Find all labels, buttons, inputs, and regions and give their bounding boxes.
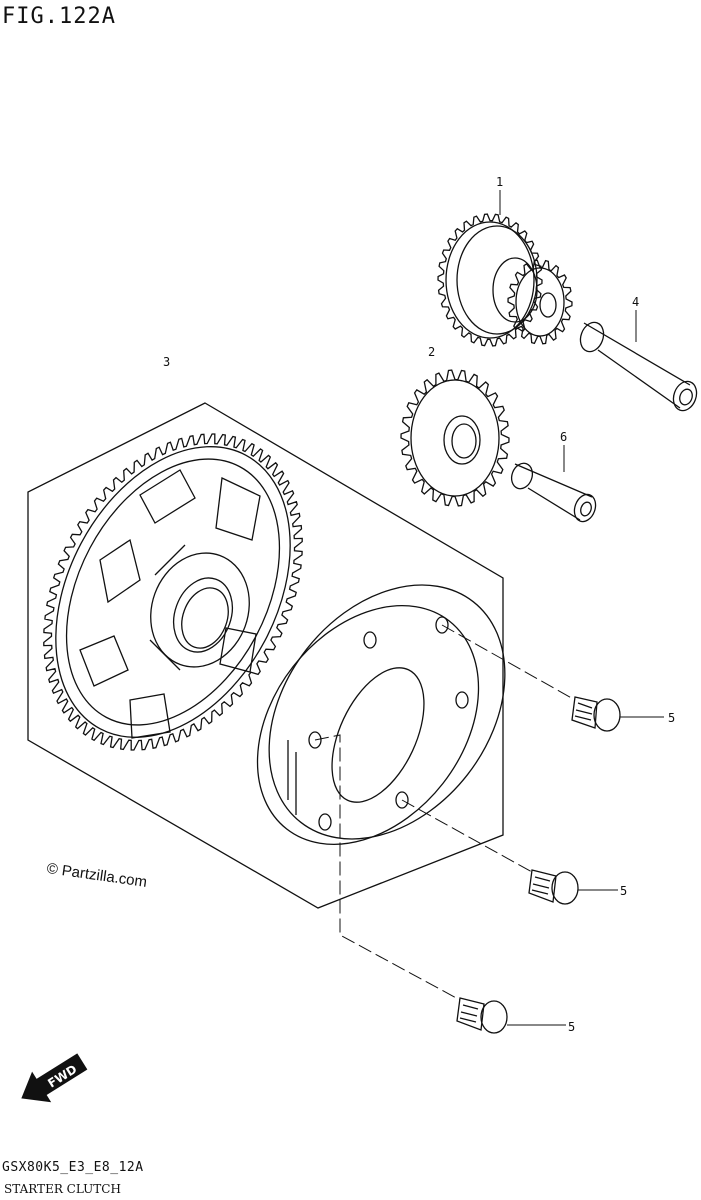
starter-idle-gear-2 xyxy=(400,369,510,507)
callout-3: 3 xyxy=(163,355,170,369)
idle-shaft-6 xyxy=(510,462,597,523)
idle-shaft-4 xyxy=(579,321,698,412)
fwd-arrow-icon: FWD xyxy=(21,1053,88,1103)
callout-5a: 5 xyxy=(668,711,675,725)
bolt-5c xyxy=(456,997,508,1034)
bolt-5b xyxy=(528,869,579,905)
figure-caption: STARTER CLUTCH xyxy=(4,1182,121,1196)
callout-1: 1 xyxy=(496,175,503,189)
starter-idle-gear-1 xyxy=(437,213,573,347)
callout-5c: 5 xyxy=(568,1020,575,1034)
model-code: GSX80K5_E3_E8_12A xyxy=(2,1160,144,1175)
callout-4: 4 xyxy=(632,295,639,309)
centerline-bolt-c xyxy=(314,734,461,1001)
starter-driven-gear xyxy=(43,433,303,751)
callout-5b: 5 xyxy=(620,884,627,898)
callout-2: 2 xyxy=(428,345,435,359)
callout-6: 6 xyxy=(560,430,567,444)
clutch-housing xyxy=(256,584,506,845)
bolt-5a xyxy=(571,696,621,732)
assembly-outline xyxy=(27,402,504,909)
figure-title: FIG.122A xyxy=(2,4,116,29)
centerline-bolt-a xyxy=(441,624,576,701)
centerline-bolt-b xyxy=(401,799,533,873)
